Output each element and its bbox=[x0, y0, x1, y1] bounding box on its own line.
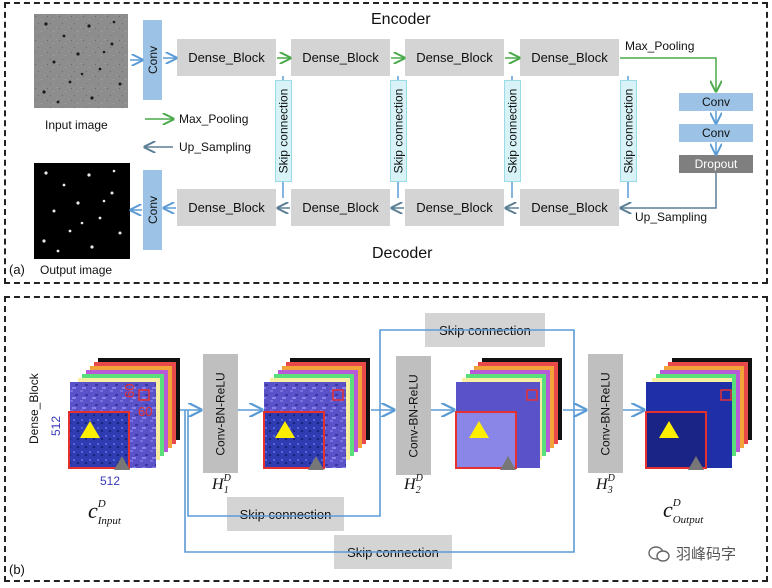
h1-label: HD1 bbox=[212, 473, 231, 496]
bottleneck-conv-1: Conv bbox=[679, 93, 753, 111]
panel-a-tag: (a) bbox=[9, 262, 25, 277]
dim-512-horizontal: 512 bbox=[100, 474, 120, 488]
input-image-label: Input image bbox=[45, 118, 108, 132]
h2-label: HD2 bbox=[404, 473, 423, 496]
c-output-label: cDOutput bbox=[663, 497, 704, 526]
bottleneck-dropout: Dropout bbox=[679, 155, 753, 173]
panel-b-graphics: 512 512 60 60 bbox=[49, 329, 752, 553]
dim-512-vertical: 512 bbox=[49, 416, 63, 436]
decoder-dense-block-2: Dense_Block bbox=[291, 189, 390, 226]
conv-bn-relu-3: Conv-BN-ReLU bbox=[588, 354, 623, 473]
panel-b bbox=[4, 296, 768, 582]
legend-up-sampling: Up_Sampling bbox=[179, 140, 252, 154]
output-image bbox=[34, 163, 130, 259]
legend-max-pooling: Max_Pooling bbox=[179, 112, 249, 126]
watermark: 羽峰码字 bbox=[648, 543, 736, 564]
input-image bbox=[34, 14, 128, 108]
output-dots bbox=[42, 169, 122, 253]
encoder-dense-block-1: Dense_Block bbox=[177, 39, 276, 76]
panel-a bbox=[4, 2, 768, 284]
skip-connection-1: Skip connection bbox=[275, 80, 292, 182]
dim-60-vertical: 60 bbox=[122, 384, 137, 398]
stack-h2 bbox=[455, 358, 562, 470]
panel-b-tag: (b) bbox=[9, 562, 25, 577]
decoder-dense-block-4: Dense_Block bbox=[520, 189, 619, 226]
encoder-conv: Conv bbox=[143, 20, 162, 100]
chat-icon bbox=[648, 545, 670, 562]
panel-a-arrows bbox=[0, 0, 772, 290]
decoder-title: Decoder bbox=[372, 245, 433, 262]
decoder-conv: Conv bbox=[143, 170, 162, 250]
encoder-dense-block-4: Dense_Block bbox=[520, 39, 619, 76]
decoder-dense-block-1: Dense_Block bbox=[177, 189, 276, 226]
stack-h1 bbox=[263, 358, 370, 470]
skip-connection-3: Skip connection bbox=[504, 80, 521, 182]
c-input-label: cDInput bbox=[88, 498, 121, 527]
h3-label: HD3 bbox=[596, 473, 615, 496]
output-image-label: Output image bbox=[40, 263, 113, 277]
max-pooling-label: Max_Pooling bbox=[625, 39, 695, 53]
skip-connection-2: Skip connection bbox=[390, 80, 407, 182]
up-sampling-label: Up_Sampling bbox=[635, 210, 708, 224]
stack-input bbox=[68, 358, 180, 470]
decoder-dense-block-3: Dense_Block bbox=[405, 189, 504, 226]
input-noise bbox=[34, 14, 128, 108]
encoder-dense-block-3: Dense_Block bbox=[405, 39, 504, 76]
conv-bn-relu-1: Conv-BN-ReLU bbox=[203, 354, 238, 473]
encoder-dense-block-2: Dense_Block bbox=[291, 39, 390, 76]
skip-box-mid: Skip connection bbox=[227, 497, 344, 531]
encoder-title: Encoder bbox=[371, 11, 431, 28]
bottleneck-conv-2: Conv bbox=[679, 124, 753, 142]
conv-bn-relu-2: Conv-BN-ReLU bbox=[396, 356, 431, 475]
skip-connection-4: Skip connection bbox=[620, 80, 637, 182]
dim-60-horizontal: 60 bbox=[138, 404, 152, 419]
stack-output bbox=[645, 358, 752, 470]
